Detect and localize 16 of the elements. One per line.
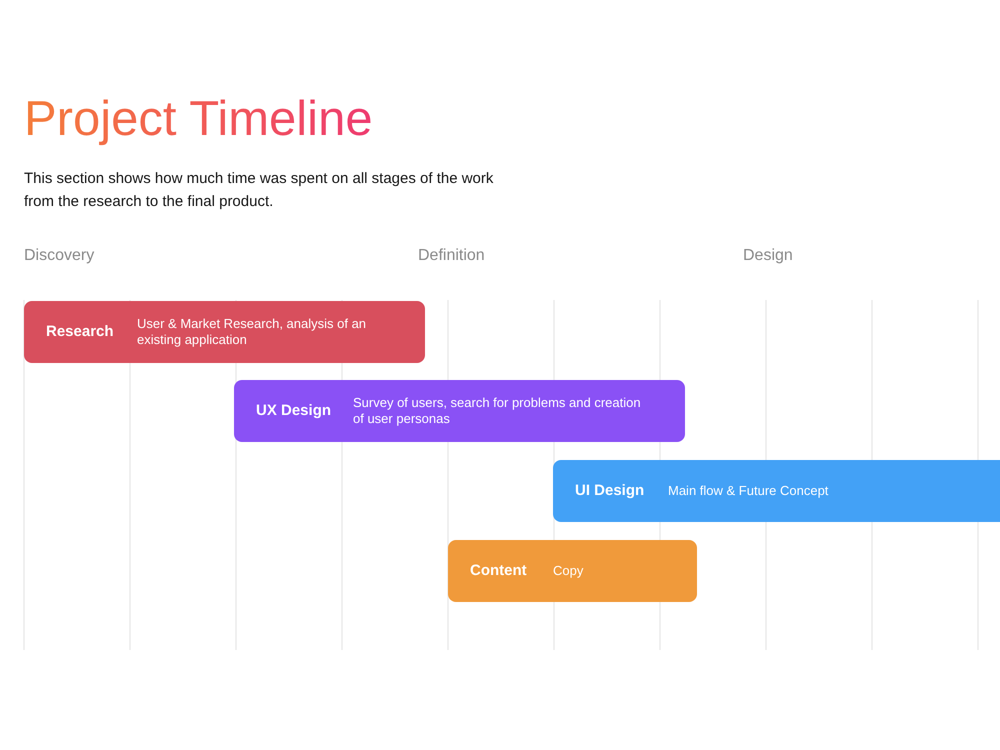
phase-label: Discovery [24, 246, 94, 266]
task-description: User & Market Research, analysis of an existing application [137, 316, 368, 348]
task-name: UI Design [575, 482, 644, 500]
phase-label: Design [743, 246, 793, 266]
intro-text: This section shows how much time was spent on all stages of the work from the research to the final product. [24, 169, 494, 212]
task-bar [24, 301, 425, 363]
task-bar [448, 540, 697, 602]
task-bar [234, 380, 685, 442]
task-description: Survey of users, search for problems and creation of user personas [353, 395, 642, 427]
task-bar [553, 460, 1000, 522]
task-description: Main flow & Future Concept [668, 483, 830, 499]
task-description: Copy [553, 563, 584, 579]
task-name: UX Design [256, 402, 332, 420]
task-name: Research [46, 323, 114, 341]
phase-label: Definition [418, 246, 485, 266]
task-name: Content [470, 562, 527, 580]
